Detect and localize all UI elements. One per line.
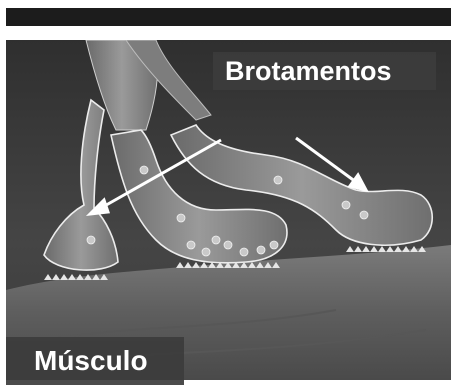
label-sprouts: Brotamentos xyxy=(213,52,436,90)
top-dark-bar xyxy=(6,8,451,26)
illustration-panel xyxy=(6,40,451,380)
neuromuscular-illustration xyxy=(6,40,451,380)
label-muscle: Músculo xyxy=(6,337,184,385)
